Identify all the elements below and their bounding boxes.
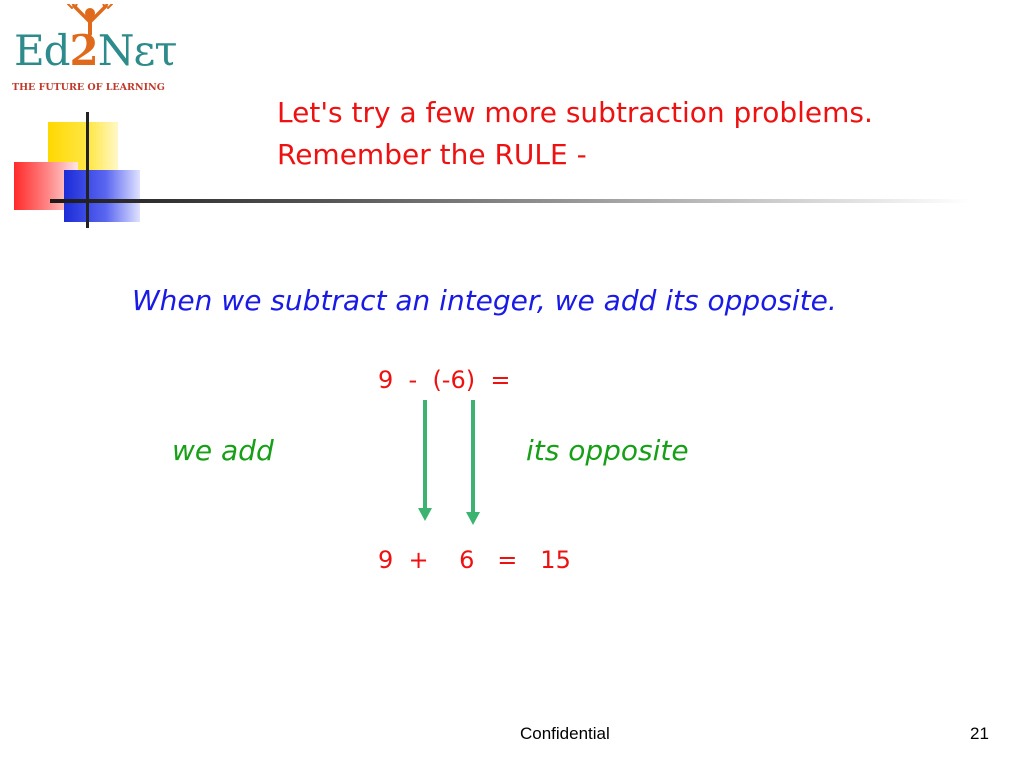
person-raising-arms-icon: [67, 4, 113, 36]
logo-tagline: THE FUTURE OF LEARNING: [12, 82, 165, 93]
blue-square: [64, 170, 140, 222]
down-arrow-icon: [418, 400, 432, 521]
rule-statement: When we subtract an integer, we add its …: [132, 284, 837, 317]
down-arrow-icon: [466, 400, 480, 525]
vertical-rule: [86, 112, 89, 228]
slide-title: Let's try a few more subtraction problem…: [277, 96, 873, 171]
horizontal-rule: [50, 199, 970, 203]
expression-bottom: 9 + 6 = 15: [378, 546, 571, 574]
expression-top: 9 - (-6) =: [378, 366, 511, 394]
label-its-opposite: its opposite: [526, 434, 689, 467]
conversion-arrows: [418, 400, 480, 525]
logo-text-net: Nετ: [97, 26, 178, 75]
label-we-add: we add: [172, 434, 274, 467]
footer-confidential: Confidential: [520, 724, 610, 743]
logo-text-ed: Ed: [14, 26, 71, 75]
logo-text-two: 2: [69, 26, 99, 75]
decorative-squares: [0, 100, 970, 235]
logo-wordmark: Ed2Nετ: [14, 30, 178, 72]
footer-page-number: 21: [970, 724, 989, 743]
ed2net-logo: Ed2Nετ THE FUTURE OF LEARNING: [12, 4, 187, 96]
